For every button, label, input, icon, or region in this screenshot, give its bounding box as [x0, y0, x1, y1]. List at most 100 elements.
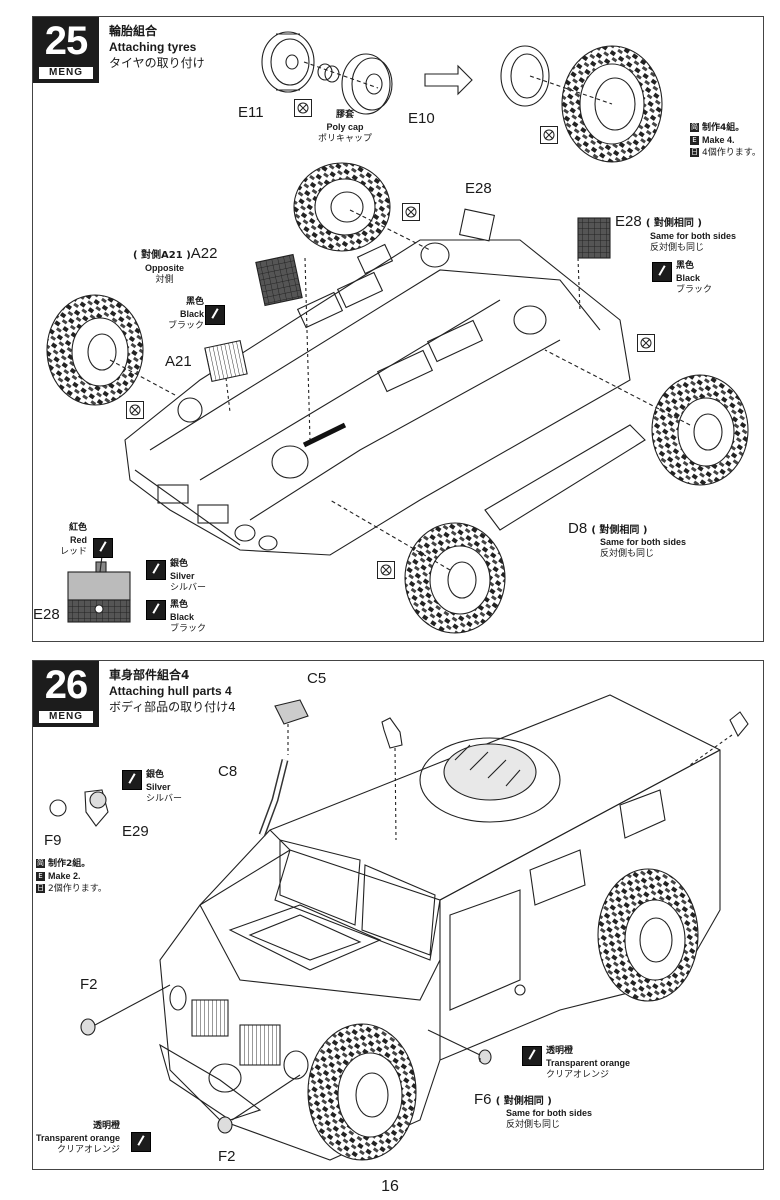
part-label-f2-bottom: F2	[218, 1148, 236, 1165]
a22-part: A22	[190, 245, 218, 262]
step-badge: 25 MENG	[33, 17, 99, 83]
orange-right-jp: クリアオレンジ	[546, 1070, 610, 1080]
silver-jp: シルバー	[146, 794, 183, 804]
part-label-f2-top: F2	[80, 976, 98, 993]
black3-en: Black	[170, 612, 195, 622]
d8-note: Same for both sides 反対側も同じ	[600, 536, 686, 560]
part-label-e28-top: E28	[465, 180, 492, 197]
a22-zh: ( 對側A21 )	[133, 250, 191, 261]
lang-jp-icon: 日	[36, 884, 45, 893]
part-label-e29: E29	[122, 823, 149, 840]
poly-cap-note: 膠套 Poly cap ポリキャップ	[318, 109, 372, 145]
e28-right-part: E28	[615, 213, 642, 230]
brand-logo: MENG	[39, 67, 93, 79]
poly-cap-zh: 膠套	[336, 110, 355, 120]
vehicle-wheel-rear	[597, 868, 699, 1002]
black3-jp: ブラック	[170, 624, 207, 634]
orange-left-note: 透明橙 Transparent orange クリアオレンジ	[36, 1120, 120, 1156]
black3-note: 黑色 Black ブラック	[170, 599, 206, 635]
e28-right-en: Same for both sides	[650, 231, 737, 241]
paint-brush-icon	[205, 305, 225, 325]
red-jp: レッド	[60, 547, 88, 557]
title-en: Attaching tyres	[109, 40, 197, 54]
no-glue-icon	[402, 203, 420, 221]
title-jp: タイヤの取り付け	[109, 56, 205, 70]
part-label-f6: F6 ( 對側相同 )	[474, 1091, 552, 1108]
part-a22-plate	[255, 253, 303, 307]
red-note: 紅色 Red レッド	[60, 522, 87, 558]
part-label-e28-right: E28 ( 對側相同 )	[615, 213, 702, 230]
no-glue-icon	[377, 561, 395, 579]
make-en: Make 2.	[48, 871, 81, 881]
silver-en: Silver	[146, 782, 171, 792]
poly-cap-jp: ポリキャップ	[318, 134, 373, 144]
part-label-c8: C8	[218, 763, 238, 780]
black2-jp: ブラック	[168, 321, 205, 331]
paint-brush-icon	[652, 262, 672, 282]
d8-en: Same for both sides	[600, 537, 687, 547]
title-jp: ボディ部品の取り付け4	[109, 700, 236, 714]
mirror-parts	[381, 711, 749, 841]
a22-note: Opposite 対側	[145, 262, 184, 286]
a22-jp: 対側	[155, 275, 174, 285]
lang-en-icon: E	[690, 136, 699, 145]
black-jp: ブラック	[676, 285, 713, 295]
part-label-e11: E11	[238, 104, 264, 121]
page-number: 16	[381, 1178, 399, 1195]
part-e28-plate	[458, 208, 496, 242]
title-zh: 輪胎組合	[109, 24, 158, 38]
silver-zh: 銀色	[170, 559, 189, 569]
orange-right-en: Transparent orange	[546, 1058, 631, 1068]
part-a21-plate	[204, 339, 248, 383]
black-en: Black	[676, 273, 701, 283]
paint-brush-icon	[93, 538, 113, 558]
make-jp: 2個作ります。	[48, 884, 107, 894]
make-en: Make 4.	[702, 135, 735, 145]
step-number: 26	[44, 663, 89, 707]
f6-en: Same for both sides	[506, 1108, 593, 1118]
e28-right-note: Same for both sides 反対側も同じ	[650, 230, 736, 254]
red-zh: 紅色	[69, 523, 88, 533]
vehicle-body	[159, 694, 721, 1161]
f9-e29-parts	[49, 789, 109, 827]
step-badge: 26 MENG	[33, 661, 99, 727]
arrow-icon	[424, 64, 473, 96]
e28-right-jp: 反対側も同じ	[650, 243, 705, 253]
assembled-wheel	[500, 45, 663, 163]
silver-note: 銀色 Silver シルバー	[146, 769, 182, 805]
d8-zh: ( 對側相同 )	[591, 525, 648, 536]
paint-brush-icon	[146, 600, 166, 620]
lang-zh-icon: 简	[690, 123, 699, 132]
part-label-d8: D8 ( 對側相同 )	[568, 520, 647, 537]
f6-note: Same for both sides 反対側も同じ	[506, 1107, 592, 1131]
f2-f6-lights	[80, 984, 492, 1134]
d8-part: D8	[568, 520, 588, 537]
part-label-a21: A21	[165, 353, 192, 370]
title-en: Attaching hull parts 4	[109, 684, 232, 698]
tyre-bottom	[329, 499, 506, 634]
paint-brush-icon	[131, 1132, 151, 1152]
black-zh: 黑色	[676, 261, 695, 271]
a22-en: Opposite	[145, 263, 185, 273]
part-label-e28-detail: E28	[33, 606, 60, 623]
d8-jp: 反対側も同じ	[600, 549, 655, 559]
brand-logo: MENG	[39, 711, 93, 723]
black2-note: 黑色 Black ブラック	[168, 296, 204, 332]
part-label-f9: F9	[44, 832, 62, 849]
black2-zh: 黑色	[186, 297, 205, 307]
c5-c8-parts	[258, 699, 309, 837]
silver-jp: シルバー	[170, 583, 207, 593]
f6-zh: ( 對側相同 )	[495, 1096, 552, 1107]
f6-jp: 反対側も同じ	[506, 1120, 561, 1130]
lang-zh-icon: 简	[36, 859, 45, 868]
orange-right-note: 透明橙 Transparent orange クリアオレンジ	[546, 1045, 630, 1081]
orange-left-zh: 透明橙	[93, 1121, 121, 1131]
no-glue-icon	[637, 334, 655, 352]
black2-en: Black	[179, 309, 205, 319]
paint-brush-icon	[146, 560, 166, 580]
poly-cap-en: Poly cap	[326, 122, 364, 132]
black3-zh: 黑色	[170, 600, 189, 610]
vehicle-wheel-front	[307, 1023, 417, 1161]
